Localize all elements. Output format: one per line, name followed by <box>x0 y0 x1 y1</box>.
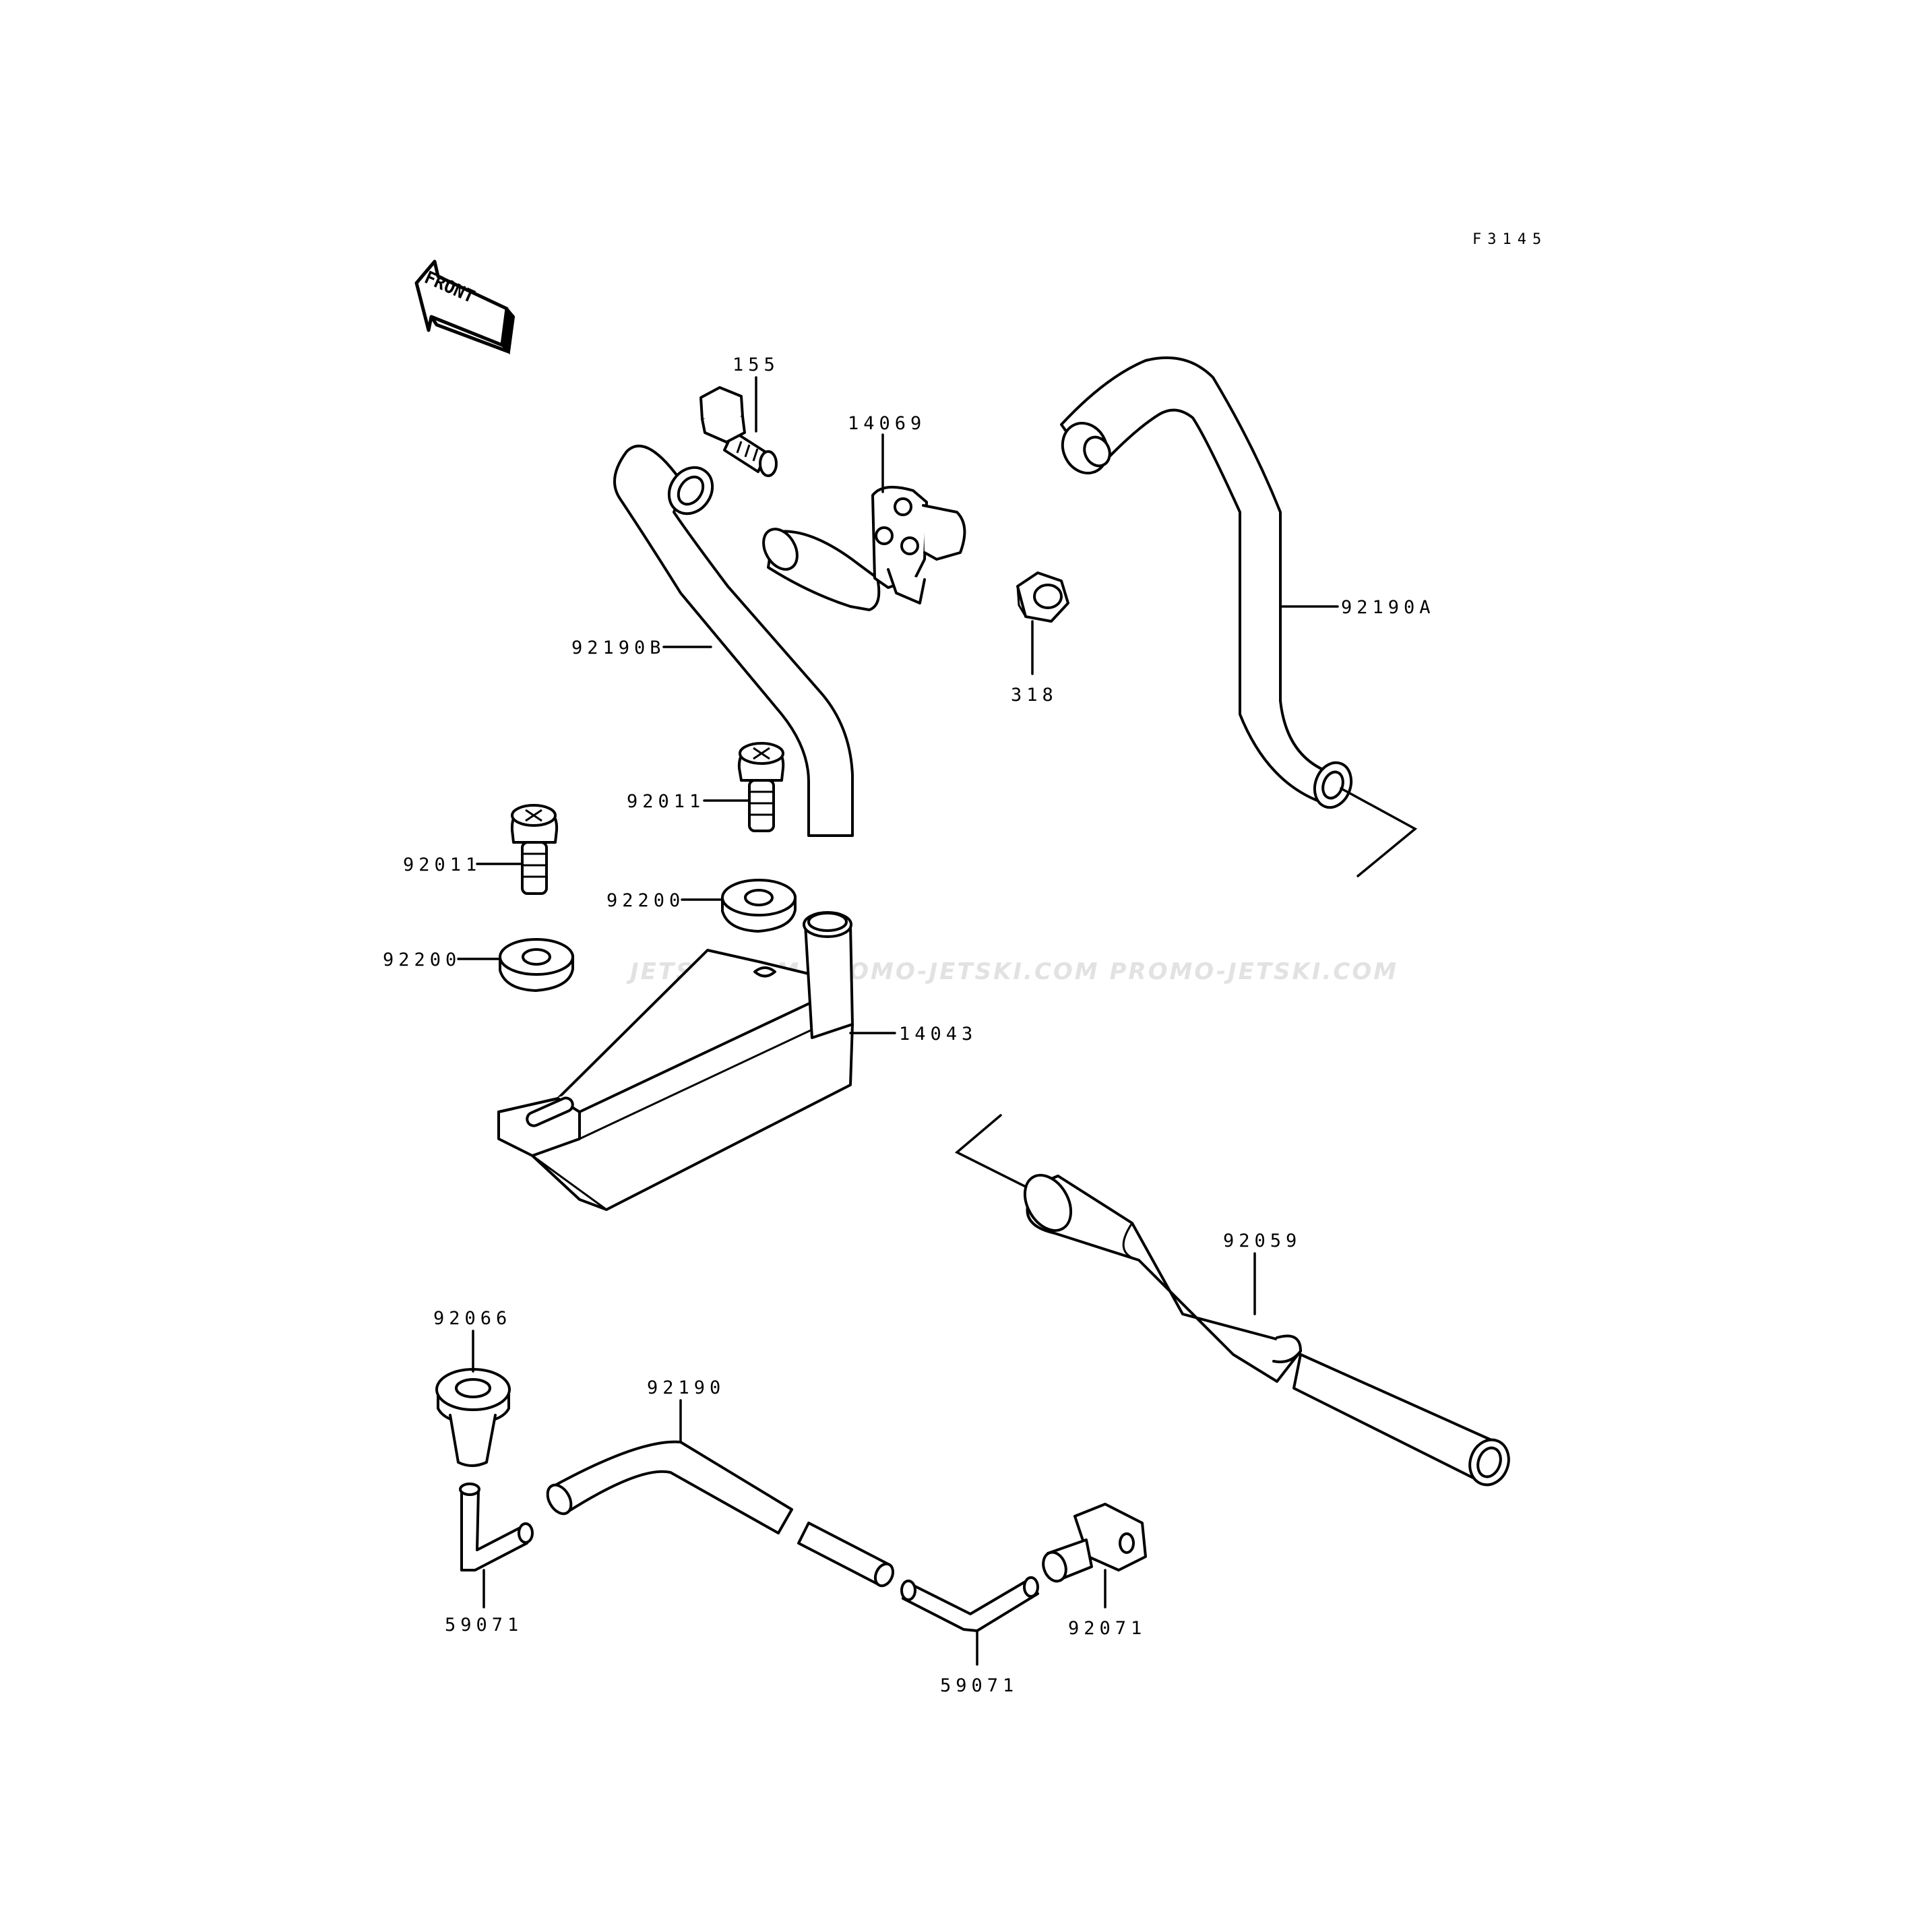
part-92200-washer-lower <box>499 938 574 992</box>
label-92066: 92066 <box>433 1308 511 1329</box>
part-59071-connector-right <box>900 1576 1039 1632</box>
label-92071: 92071 <box>1068 1618 1146 1639</box>
part-92190A-hose <box>1060 356 1353 809</box>
label-14069: 14069 <box>848 413 926 434</box>
label-92011-lower: 92011 <box>403 854 481 875</box>
part-318-nut <box>1016 571 1069 623</box>
part-155-bolt <box>699 386 778 477</box>
label-92011-upper: 92011 <box>627 791 705 812</box>
label-14043: 14043 <box>899 1024 977 1045</box>
part-92071-joint <box>1042 1503 1147 1583</box>
part-14043-cooler <box>497 911 854 1211</box>
front-arrow-icon: FRONT <box>414 259 516 355</box>
part-92190-hose <box>546 1440 895 1588</box>
label-155: 155 <box>733 354 780 375</box>
label-59071-left: 59071 <box>445 1615 523 1635</box>
label-92190B: 92190B <box>571 637 666 658</box>
label-92190A: 92190A <box>1341 597 1435 618</box>
figure-code: F3145 <box>1472 231 1547 248</box>
part-92066-grommet <box>435 1368 511 1467</box>
part-92200-washer-upper <box>721 879 797 933</box>
part-14069-fitting <box>762 485 966 611</box>
label-59071-right: 59071 <box>940 1675 1018 1696</box>
part-92011-screw-upper <box>737 742 785 832</box>
label-92059: 92059 <box>1223 1230 1301 1251</box>
part-59071-connector-left <box>459 1483 534 1571</box>
label-92200-upper: 92200 <box>606 890 685 911</box>
label-92190: 92190 <box>647 1377 725 1398</box>
label-318: 318 <box>1011 685 1058 706</box>
label-92200-lower: 92200 <box>383 949 461 970</box>
part-92059-hose <box>954 1114 1510 1487</box>
part-92011-screw-lower <box>510 804 559 895</box>
part-92190B-hose <box>613 444 854 837</box>
